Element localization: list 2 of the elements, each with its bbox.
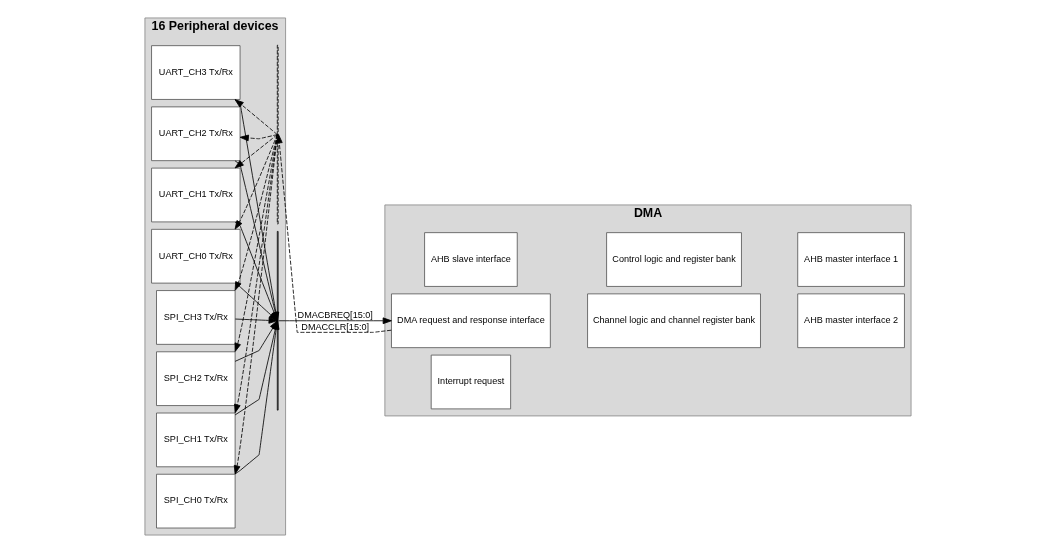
edge-label: DMACCLR[15:0] — [301, 321, 370, 332]
edge-label: DMACBREQ[15:0] — [297, 310, 373, 321]
